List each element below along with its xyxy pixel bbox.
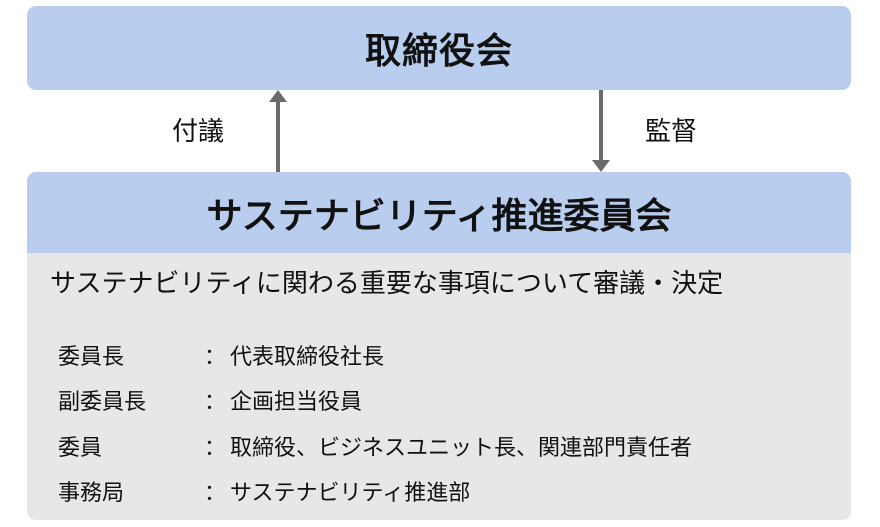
member-row: 委員長 ： 代表取締役社長 (58, 332, 692, 378)
member-role: 事務局 (58, 481, 125, 507)
board-title: 取締役会 (364, 31, 513, 72)
member-colon: ： (204, 481, 227, 507)
member-value: 代表取締役社長 (230, 344, 385, 370)
member-value: 企画担当役員 (230, 390, 363, 416)
arrow-up-icon (269, 90, 287, 172)
member-colon: ： (204, 435, 227, 461)
member-row: 副委員長 ： 企画担当役員 (58, 378, 692, 424)
sustainability-committee-box: サステナビリティ推進委員会 サステナビリティに関わる重要な事項について審議・決定… (27, 172, 851, 520)
committee-header: サステナビリティ推進委員会 (27, 172, 851, 253)
member-list: 委員長 ： 代表取締役社長 副委員長 ： 企画担当役員 委員 ： 取締役、ビジネ… (58, 332, 692, 514)
member-row: 委員 ： 取締役、ビジネスユニット長、関連部門責任者 (58, 423, 692, 469)
member-colon: ： (204, 390, 227, 416)
member-role: 委員長 (58, 344, 125, 370)
member-role: 委員 (58, 435, 103, 461)
member-role: 副委員長 (58, 390, 147, 416)
member-value: サステナビリティ推進部 (230, 481, 471, 507)
arrow-down-icon (592, 90, 610, 172)
member-row: 事務局 ： サステナビリティ推進部 (58, 469, 692, 515)
committee-title: サステナビリティ推進委員会 (206, 195, 672, 237)
supervision-label: 監督 (645, 117, 698, 147)
proposal-label: 付議 (172, 117, 225, 147)
member-colon: ： (204, 344, 227, 370)
board-of-directors-box: 取締役会 (27, 6, 851, 90)
member-value: 取締役、ビジネスユニット長、関連部門責任者 (230, 435, 693, 461)
committee-description: サステナビリティに関わる重要な事項について審議・決定 (50, 269, 724, 299)
